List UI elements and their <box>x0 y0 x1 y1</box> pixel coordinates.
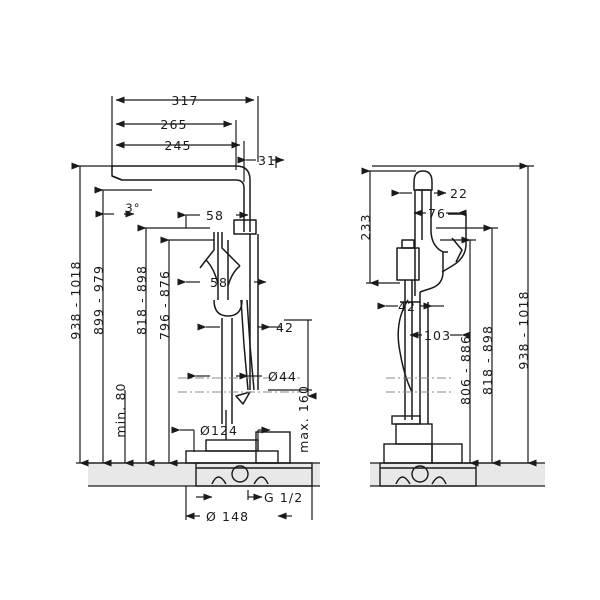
dim-label-min-80: min. 80 <box>113 382 128 437</box>
dim-label-dia44: Ø44 <box>268 369 297 384</box>
dim-label-938-1018-side: 938 - 1018 <box>516 290 531 369</box>
dim-label-806-886: 806 - 886 <box>458 335 473 405</box>
dim-label-max-160: max. 160 <box>296 385 311 453</box>
side-base-assembly <box>379 415 477 487</box>
side-dimension-lines <box>361 162 537 467</box>
dim-label-899-979: 899 - 979 <box>91 265 106 335</box>
dim-label-76: 76 <box>428 206 446 221</box>
dim-label-245: 245 <box>164 138 191 153</box>
side-centerlines <box>386 377 452 393</box>
dim-label-42-front: 42 <box>276 320 294 335</box>
side-view-geometry <box>396 170 467 424</box>
dim-label-818-898-front: 818 - 898 <box>134 265 149 335</box>
front-view-geometry <box>111 165 259 424</box>
dim-label-angle-3deg: 3° <box>125 201 140 215</box>
dim-label-31: 31 <box>258 153 276 168</box>
dim-label-dia124: Ø124 <box>200 423 238 438</box>
dim-label-103: 103 <box>424 328 451 343</box>
front-base-assembly <box>185 410 313 487</box>
dim-label-818-898-side: 818 - 898 <box>480 325 495 395</box>
dim-label-g-half: G 1/2 <box>264 490 303 505</box>
dim-label-938-1018-front: 938 - 1018 <box>68 260 83 339</box>
dim-label-317: 317 <box>171 93 198 108</box>
front-dimension-labels: 317 265 245 31 58 58 42 Ø44 Ø124 G 1/2 Ø… <box>68 93 311 524</box>
side-dimension-labels: 22 76 42 103 233 806 - 886 818 - 898 938… <box>358 186 531 405</box>
dim-label-233: 233 <box>358 213 373 240</box>
front-dimension-lines <box>95 96 313 520</box>
dim-label-796-876: 796 - 876 <box>157 270 172 340</box>
dim-label-265: 265 <box>160 117 187 132</box>
dim-label-dia148: Ø 148 <box>206 509 249 524</box>
dim-label-58-lower: 58 <box>210 275 228 290</box>
dim-label-42-side: 42 <box>398 299 416 314</box>
dim-label-58-upper: 58 <box>206 208 224 223</box>
front-centerlines <box>178 377 300 393</box>
front-vertical-dimension-lines <box>71 162 317 467</box>
dim-label-22: 22 <box>450 186 468 201</box>
